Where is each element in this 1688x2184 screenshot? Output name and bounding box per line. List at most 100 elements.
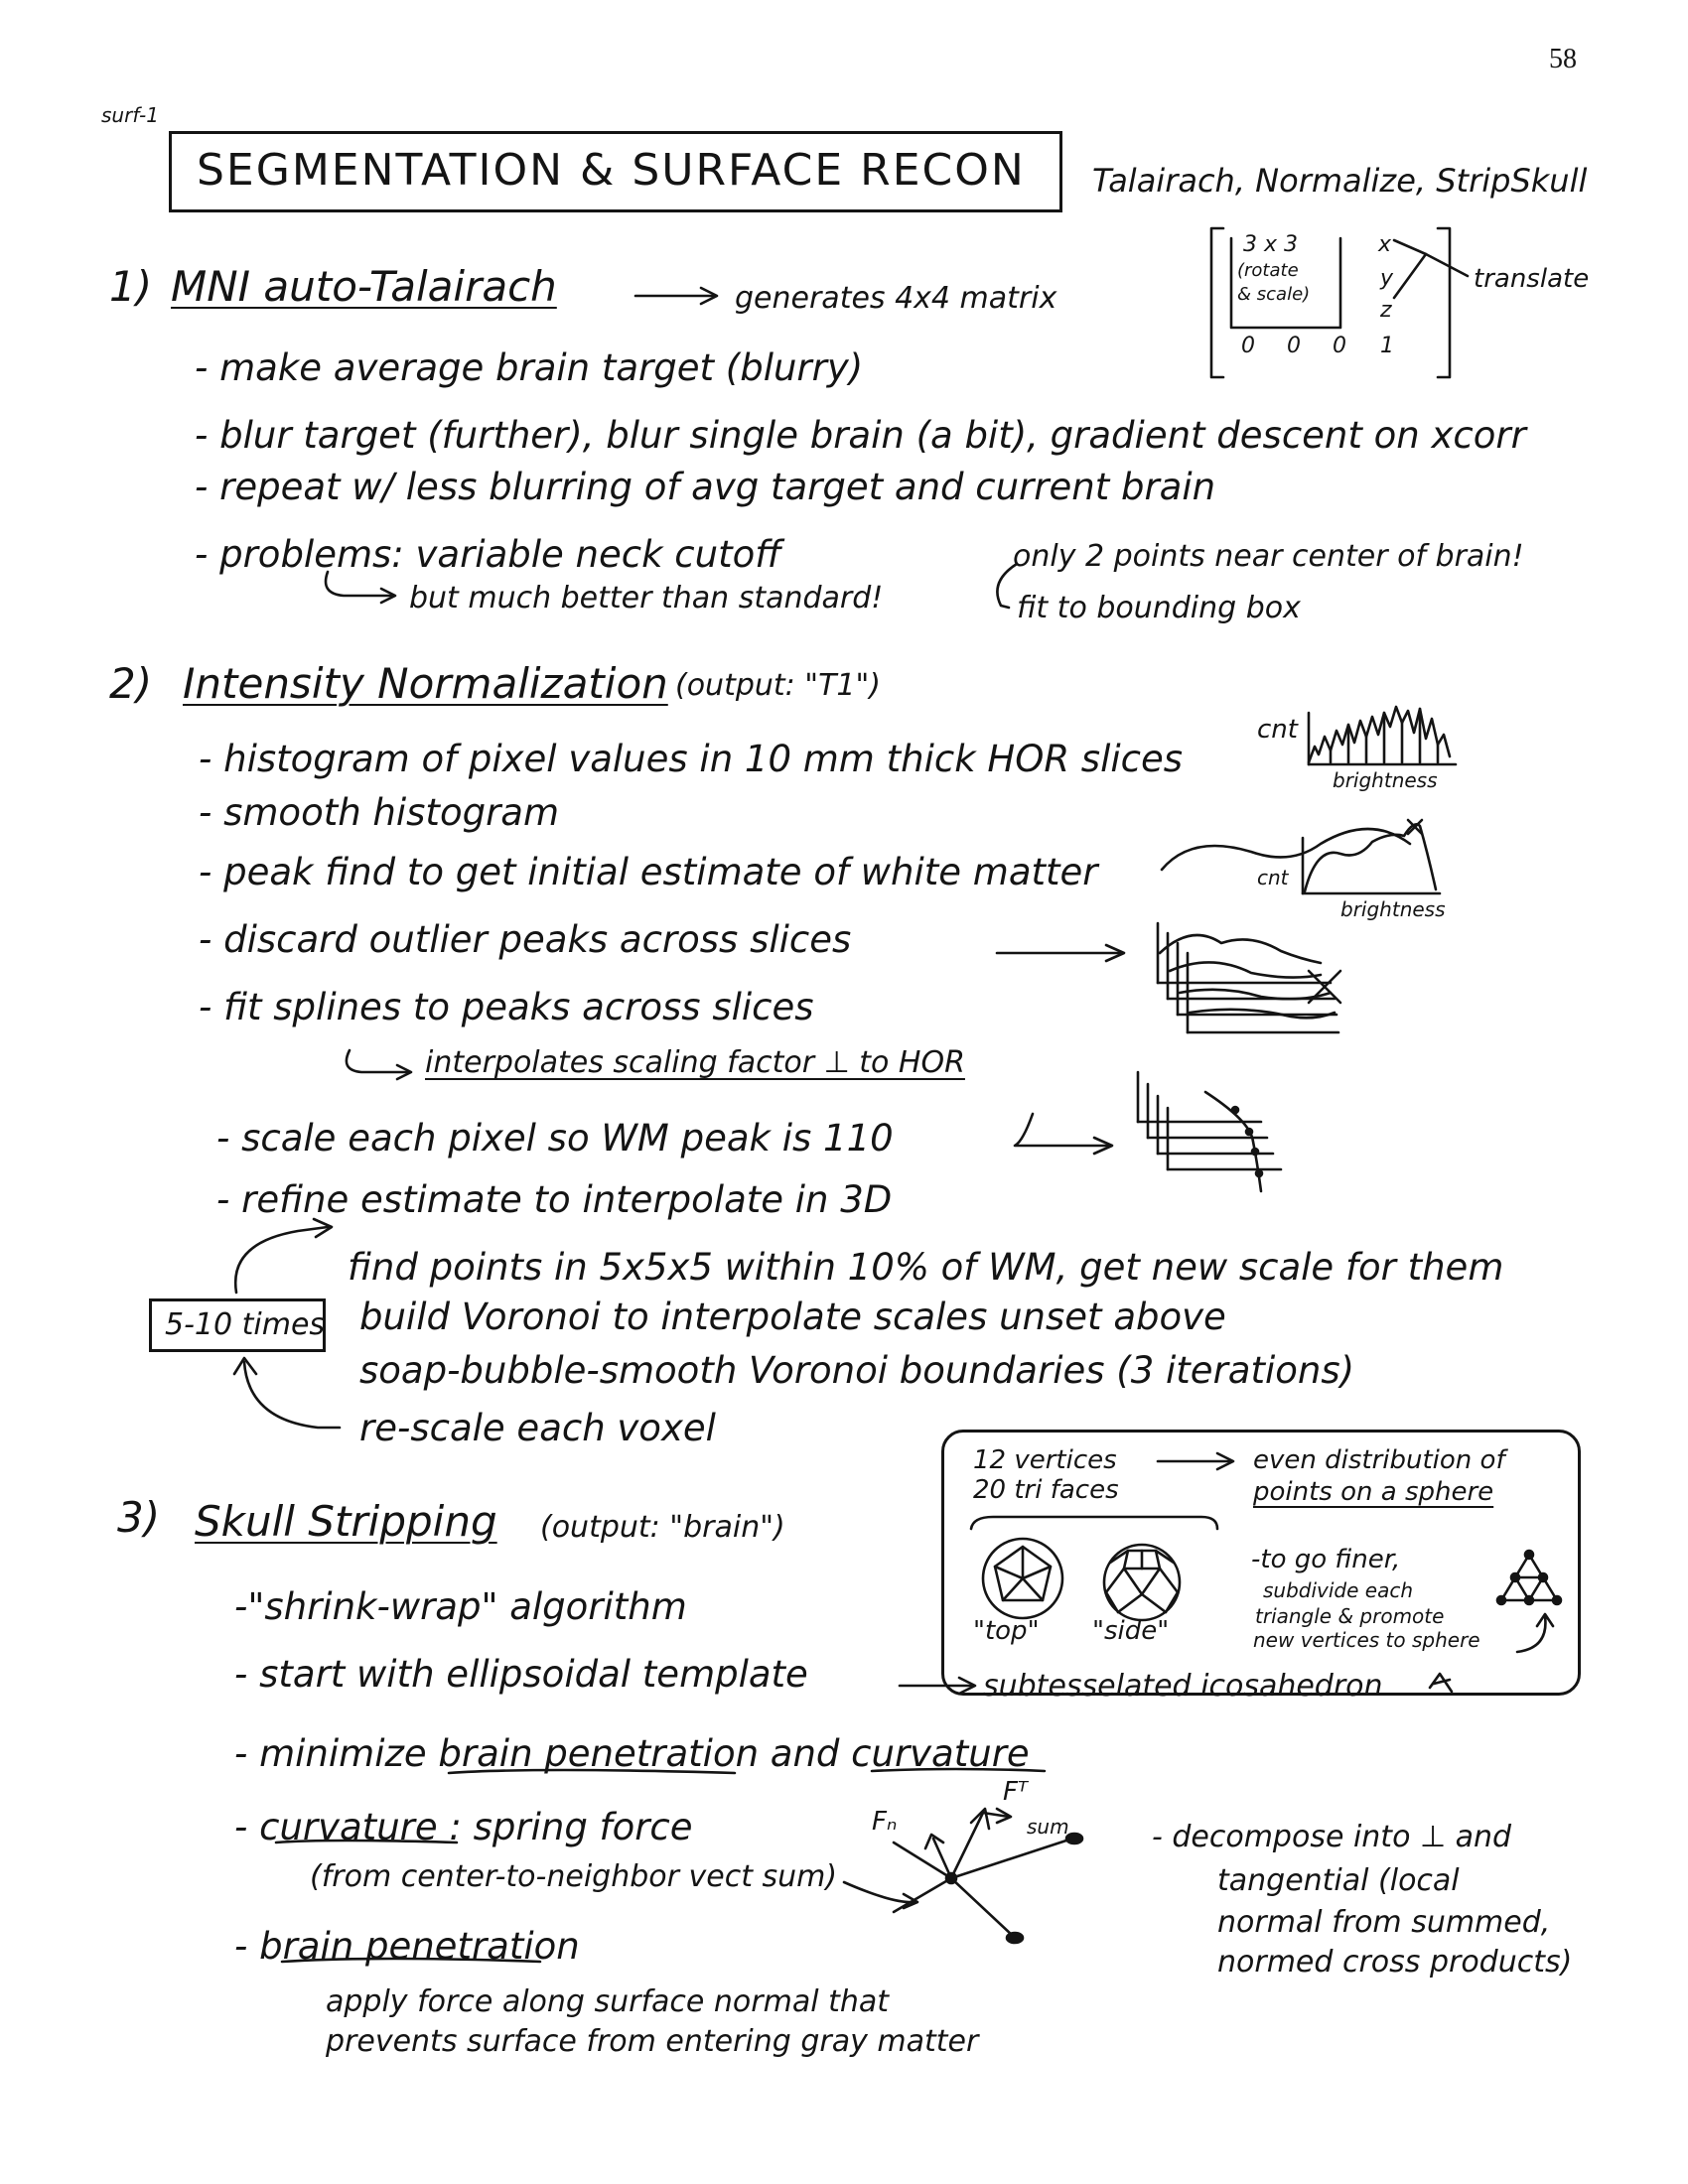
loop-count-label: 5-10 times [165,1307,326,1342]
title-subtitle: Talairach, Normalize, StripSkull [1092,162,1588,200]
s1-sub-note: but much better than standard! [409,581,884,615]
promote-arrow-icon [1515,1612,1555,1654]
slice-spline-diagram [1136,1070,1283,1193]
section-1-heading: MNI auto-Talairach [171,262,557,311]
loop-arrow-icon [232,1217,342,1430]
spring-force-diagram [842,1807,1084,1945]
icosahedron-box [941,1430,1581,1696]
s2-item-5: - fit splines to peaks across slices [199,986,814,1028]
s2-sub-note: interpolates scaling factor ⊥ to HOR [425,1045,965,1080]
s1-item-3: - repeat w/ less blurring of avg target … [195,466,1216,508]
icosahedron-side-icon [1102,1543,1182,1622]
finer-note-4: new vertices to sphere [1253,1628,1480,1652]
sphere-distribution-1: even distribution of [1253,1445,1505,1475]
matrix-bottom-1: 1 [1380,334,1394,358]
s2-item-7: - refine estimate to interpolate in 3D [216,1178,893,1221]
s1-side-note-2: fit to bounding box [1017,591,1301,625]
matrix-y: y [1380,266,1394,291]
loop-item-1: find points in 5x5x5 within 10% of WM, g… [348,1246,1504,1289]
s3-item-3: - minimize brain penetration and curvatu… [234,1732,1030,1775]
s1-item-4: - problems: variable neck cutoff [195,533,781,576]
section-2-heading: Intensity Normalization [183,659,668,708]
finer-note-2: subdivide each [1263,1578,1414,1602]
finer-note-1: -to go finer, [1251,1545,1401,1574]
sphere-faces: 20 tri faces [973,1475,1119,1505]
s3-note-2: prevents surface from entering gray matt… [326,2024,979,2059]
brain-penetration-underline [447,1768,737,1775]
penetration-underline-2 [280,1957,542,1964]
curvature-underline [870,1767,1047,1773]
s3-item-2: - start with ellipsoidal template [234,1653,808,1696]
section-2-number: 2) [109,659,153,708]
view-top-label: "top" [973,1616,1040,1646]
decompose-note-4: normed cross products) [1217,1945,1573,1979]
s3-template-note: subtesselated icosahedron [983,1669,1383,1704]
force-fn-label: Fₙ [872,1807,898,1837]
smooth-cnt-label: cnt [1257,866,1289,889]
template-arrow-icon [898,1676,977,1696]
smoothed-histogram [1160,818,1442,895]
elbow-arrow-icon [1013,1112,1114,1156]
decompose-note-3: normal from summed, [1217,1905,1551,1940]
loop-item-3: soap-bubble-smooth Voronoi boundaries (3… [359,1349,1355,1392]
finer-note-3: triangle & promote [1255,1604,1445,1628]
hist-cnt-label: cnt [1257,715,1298,745]
s1-side-note-1: only 2 points near center of brain! [1013,539,1524,574]
matrix-bottom-0b: 0 [1287,334,1301,358]
s3-item-4-sub: (from center-to-neighbor vect sum) [310,1859,838,1894]
subdivided-triangle-icon [1495,1549,1563,1606]
s2-item-2: - smooth histogram [199,791,559,834]
loop-count-box [149,1298,326,1352]
s2-item-6: - scale each pixel so WM peak is 110 [216,1117,894,1160]
s2-item-1: - histogram of pixel values in 10 mm thi… [199,738,1184,780]
s3-item-1: -"shrink-wrap" algorithm [234,1585,687,1628]
matrix-bottom-0a: 0 [1241,334,1255,358]
s2-item-3: - peak find to get initial estimate of w… [199,851,1098,893]
hook-arrow-icon [324,570,397,605]
s3-item-4: - curvature : spring force [234,1806,693,1848]
section-1-number: 1) [109,262,153,311]
right-arrow-icon [995,943,1126,963]
section-2-suffix: (output: "T1") [675,668,882,703]
view-side-label: "side" [1092,1616,1170,1646]
side-note-bracket [996,562,1019,610]
matrix-3x3-label: 3 x 3 [1243,232,1298,257]
matrix-bottom-0c: 0 [1333,334,1346,358]
page-number: 58 [1549,44,1577,74]
raw-histogram [1307,705,1458,766]
section-3-suffix: (output: "brain") [540,1510,785,1545]
s3-note-1: apply force along surface normal that [326,1984,890,2019]
hook-arrow-icon-2 [345,1048,413,1081]
title-box [169,131,1062,212]
loop-item-2: build Voronoi to interpolate scales unse… [359,1296,1226,1338]
sphere-distribution-2: points on a sphere [1253,1477,1494,1507]
corner-tag: surf-1 [101,103,159,127]
sphere-vertices: 12 vertices [973,1445,1117,1475]
hist-brightness-label: brightness [1333,768,1438,792]
s1-item-1: - make average brain target (blurry) [195,346,864,389]
curvature-underline-2 [274,1839,459,1844]
section-1-arrow-note: generates 4x4 matrix [735,281,1057,316]
smooth-brightness-label: brightness [1340,897,1446,921]
loop-item-4: re-scale each voxel [359,1407,716,1449]
s1-item-2: - blur target (further), blur single bra… [195,414,1526,457]
matrix-brackets [1209,226,1470,379]
decompose-note-2: tangential (local [1217,1863,1460,1898]
page-title: SEGMENTATION & SURFACE RECON [197,145,1026,196]
matrix-scale-label: & scale) [1237,284,1311,305]
arrow-icon [633,286,719,306]
force-sum-label: sum [1027,1815,1069,1839]
translate-label: translate [1474,264,1590,294]
icosahedron-top-icon [981,1537,1064,1620]
s2-item-4: - discard outlier peaks across slices [199,918,852,961]
section-3-heading: Skull Stripping [195,1497,497,1546]
decompose-note-1: - decompose into ⊥ and [1152,1820,1512,1854]
transform-matrix: 3 x 3 (rotate & scale) x y z 0 0 0 1 [1211,226,1450,385]
force-ft-label: Fᵀ [1003,1777,1028,1807]
matrix-x: x [1378,232,1392,257]
matrix-z: z [1380,298,1392,323]
slice-peaks-diagram [1156,921,1342,1034]
sphere-box-arrow-icon [969,1451,1235,1531]
matrix-rotate-label: (rotate [1237,260,1299,281]
